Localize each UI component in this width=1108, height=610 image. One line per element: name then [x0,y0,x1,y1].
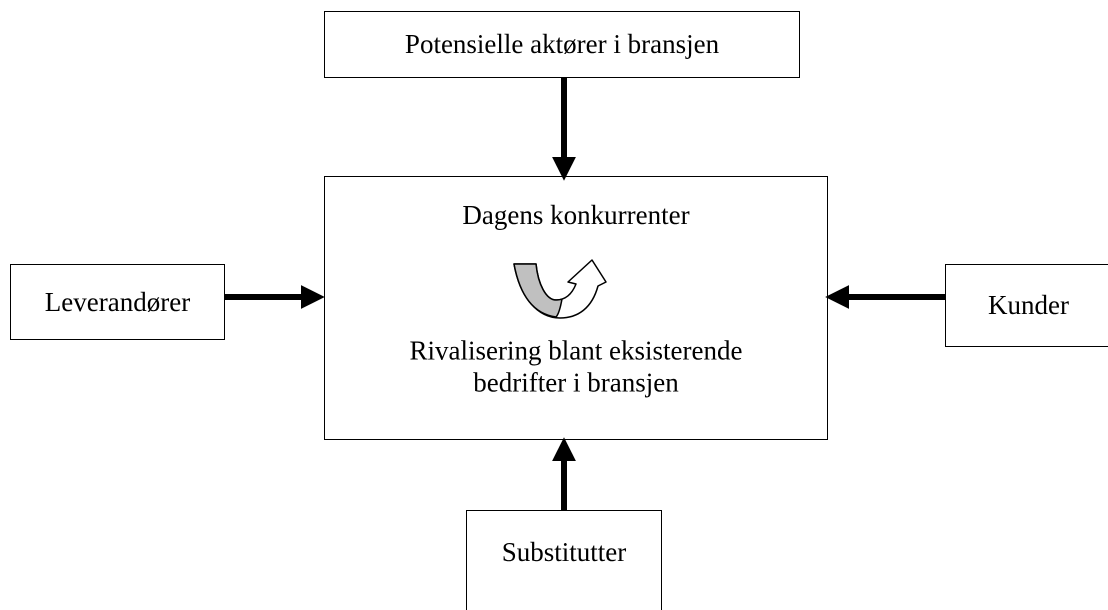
potential-entrants-box: Potensielle aktører i bransjen [324,11,800,78]
circular-rivalry-arrow-icon [513,259,607,319]
substitutes-label: Substitutter [501,537,627,567]
current-competitors-box: Dagens konkurrenter Rivalisering blant e… [324,176,828,440]
rivalry-description-line-2: bedrifter i bransjen [473,368,679,398]
potential-entrants-label: Potensielle aktører i bransjen [404,29,720,60]
customers-box: Kunder [945,264,1108,347]
rivalry-description: Rivalisering blant eksisterende bedrifte… [325,335,827,400]
suppliers-box: Leverandører [10,264,225,340]
current-competitors-title: Dagens konkurrenter [462,200,690,230]
substitutes-box: Substitutter [466,510,662,610]
customers-label: Kunder [988,290,1069,321]
suppliers-label: Leverandører [44,286,191,317]
rivalry-description-line-1: Rivalisering blant eksisterende [409,335,743,366]
